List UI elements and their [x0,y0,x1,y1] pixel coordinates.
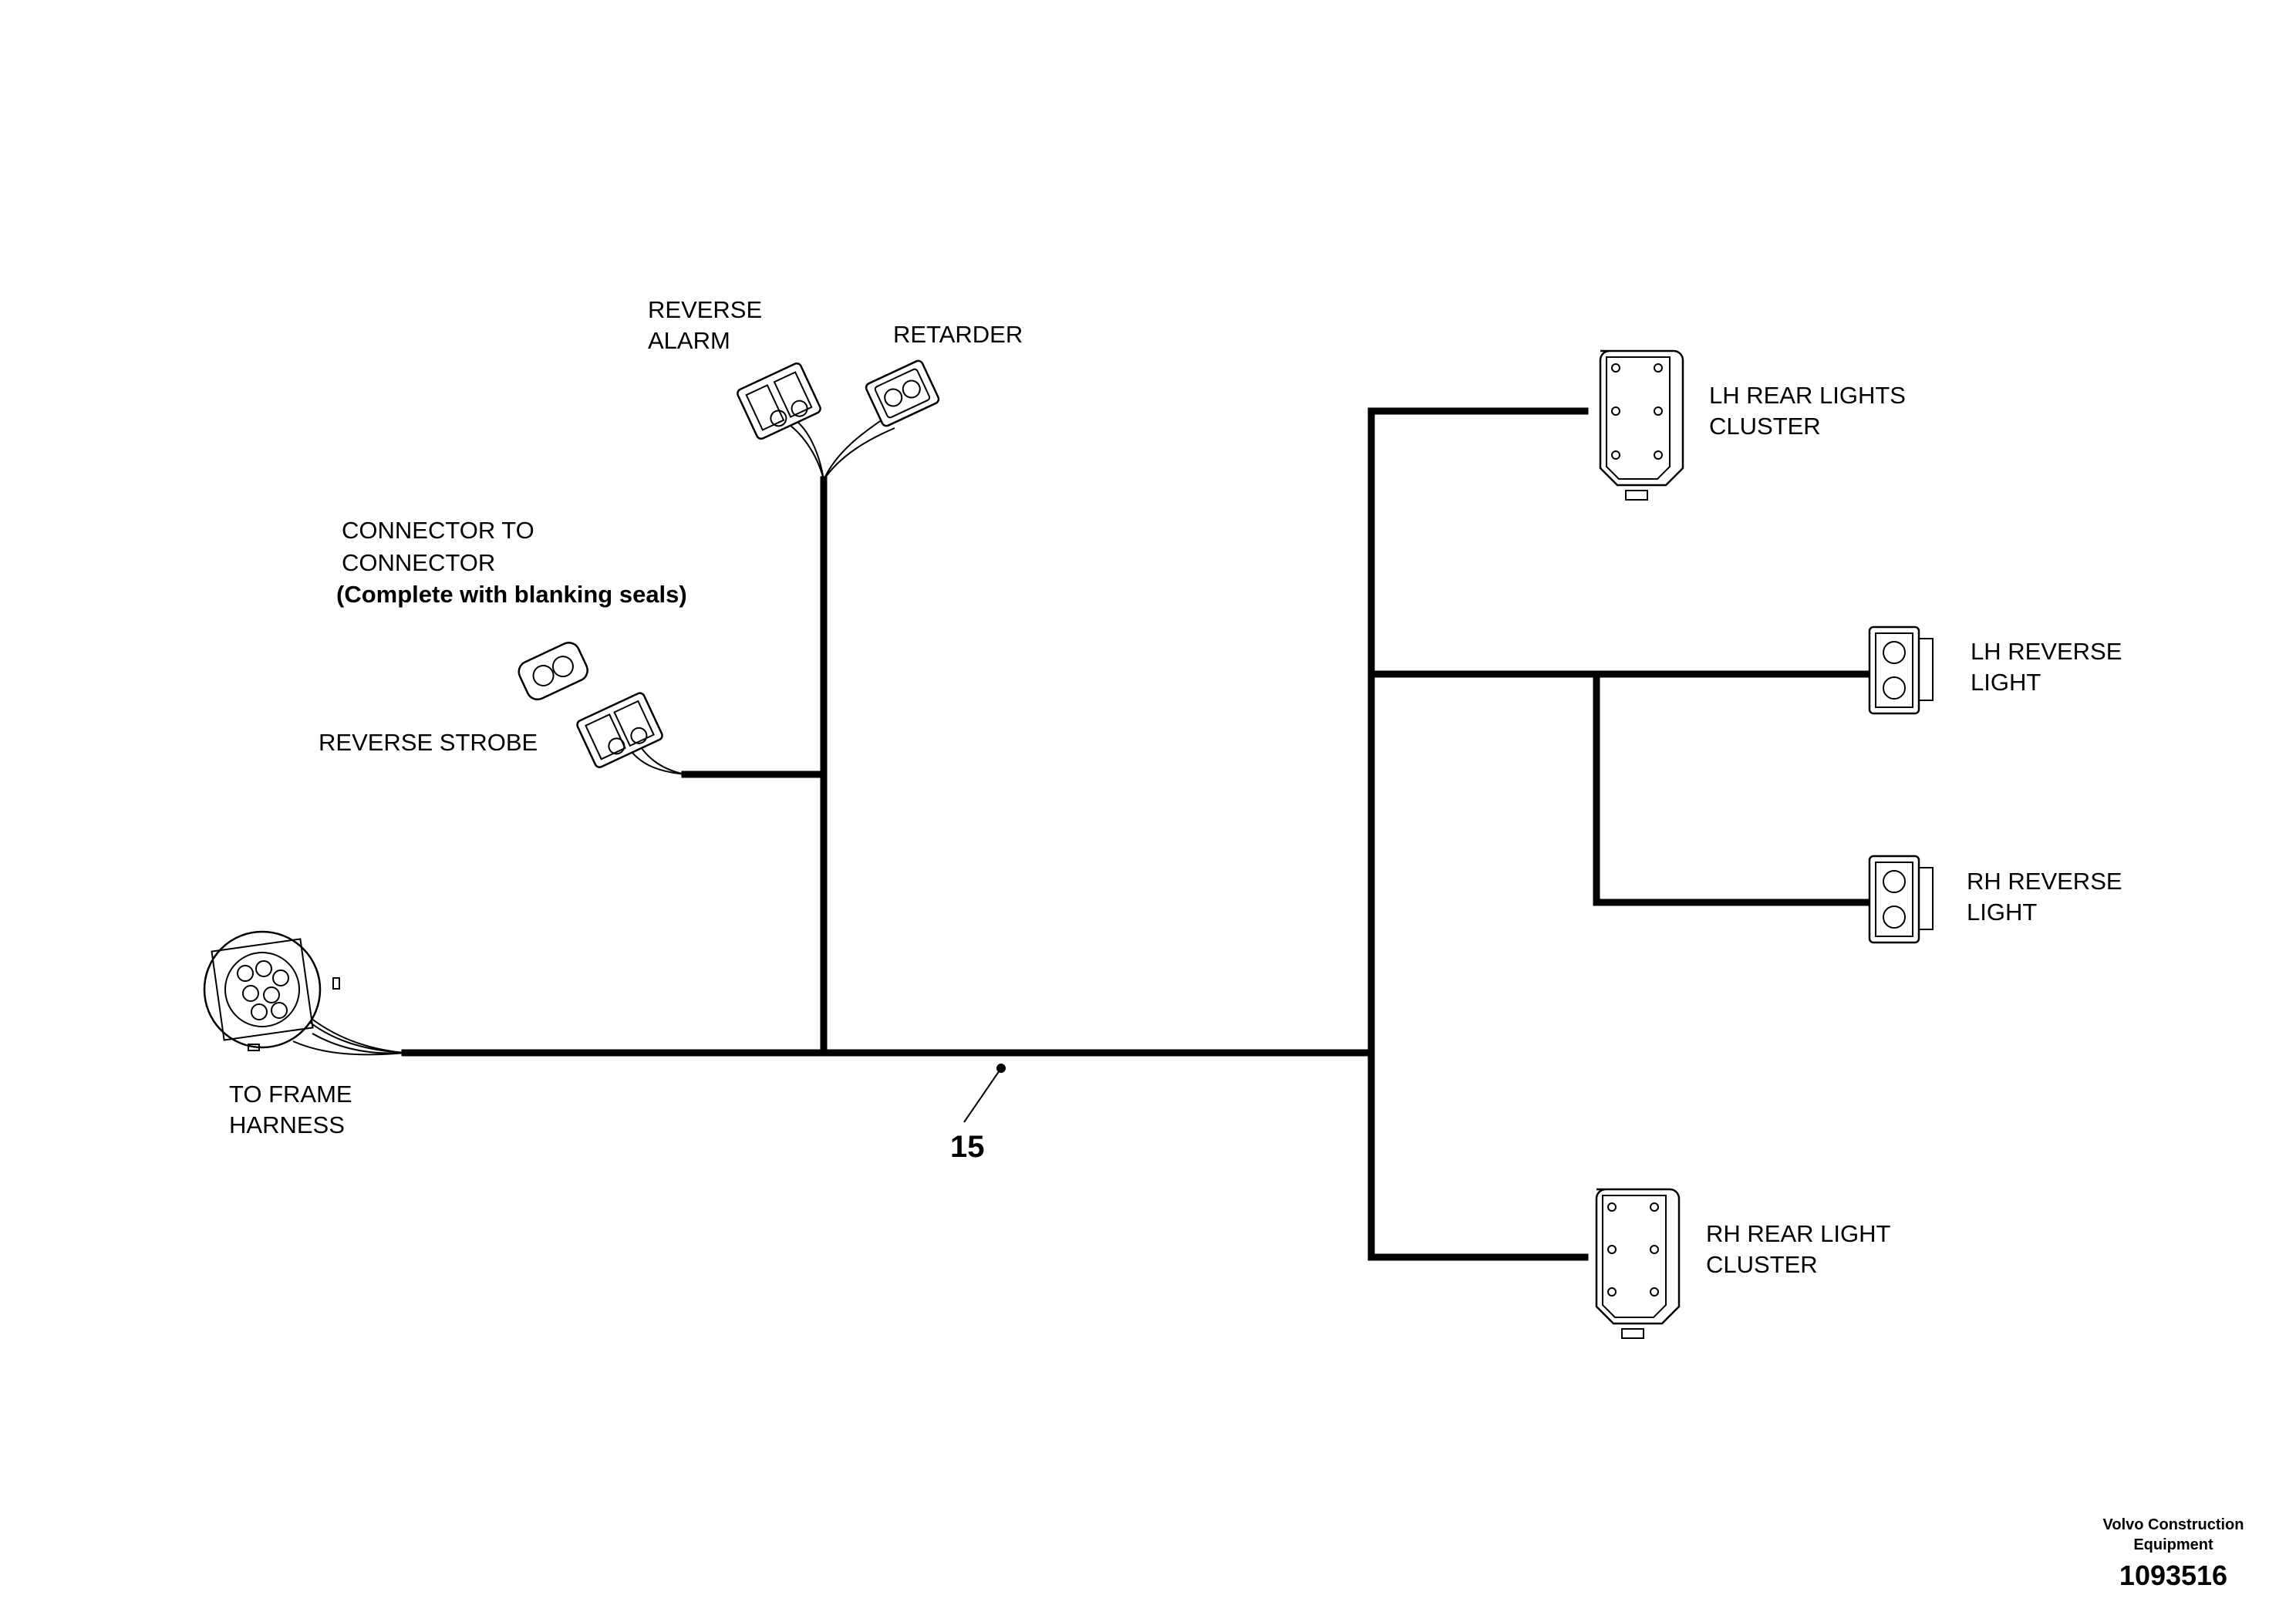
to-frame-harness-label-1: TO FRAME [229,1081,352,1108]
retarder-connector [865,359,940,427]
to-frame-harness-label-2: HARNESS [229,1111,345,1138]
callout-15: 15 [950,1064,1006,1164]
connector-to-connector-label-1: CONNECTOR TO [342,517,534,544]
company-name-line-1: Volvo Construction [2103,1516,2244,1533]
footer-block: Volvo Construction Equipment 1093516 [2103,1516,2244,1591]
reverse-strobe-connector [576,692,663,768]
rh-rear-light-cluster-label-2: CLUSTER [1706,1251,1818,1278]
connector-to-connector-label-2: CONNECTOR [342,549,495,576]
rh-reverse-light-label-2: LIGHT [1967,899,2037,926]
rh-reverse-light-label-1: RH REVERSE [1967,868,2122,895]
reverse-alarm-label-2: ALARM [648,327,730,354]
lh-rear-lights-cluster-part [1599,349,1684,501]
reverse-strobe-label: REVERSE STROBE [319,729,538,756]
blanking-seals-label: (Complete with blanking seals) [336,581,687,608]
reverse-alarm-label-1: REVERSE [648,296,762,323]
lh-reverse-light-label-2: LIGHT [1971,669,2041,696]
frame-harness-connector [203,930,340,1051]
rh-rear-light-cluster-label-1: RH REAR LIGHT [1706,1220,1890,1247]
part-number: 1093516 [2119,1560,2227,1591]
lh-reverse-light-label-1: LH REVERSE [1971,638,2122,665]
reverse-alarm-connector [737,362,821,440]
company-name-line-2: Equipment [2133,1536,2213,1553]
component-labels: REVERSE ALARM RETARDER CONNECTOR TO CONN… [229,296,2122,1278]
harness-wires [401,407,1870,1261]
callout-number: 15 [950,1130,985,1164]
lh-rear-lights-cluster-label-2: CLUSTER [1709,413,1821,440]
rh-rear-light-cluster-part [1595,1188,1681,1339]
retarder-label: RETARDER [893,321,1023,348]
lh-reverse-light-part [1868,626,1934,715]
rh-reverse-light-part [1868,855,1934,944]
lh-rear-lights-cluster-label-1: LH REAR LIGHTS [1709,382,1906,409]
connector-to-connector-part [518,642,588,701]
